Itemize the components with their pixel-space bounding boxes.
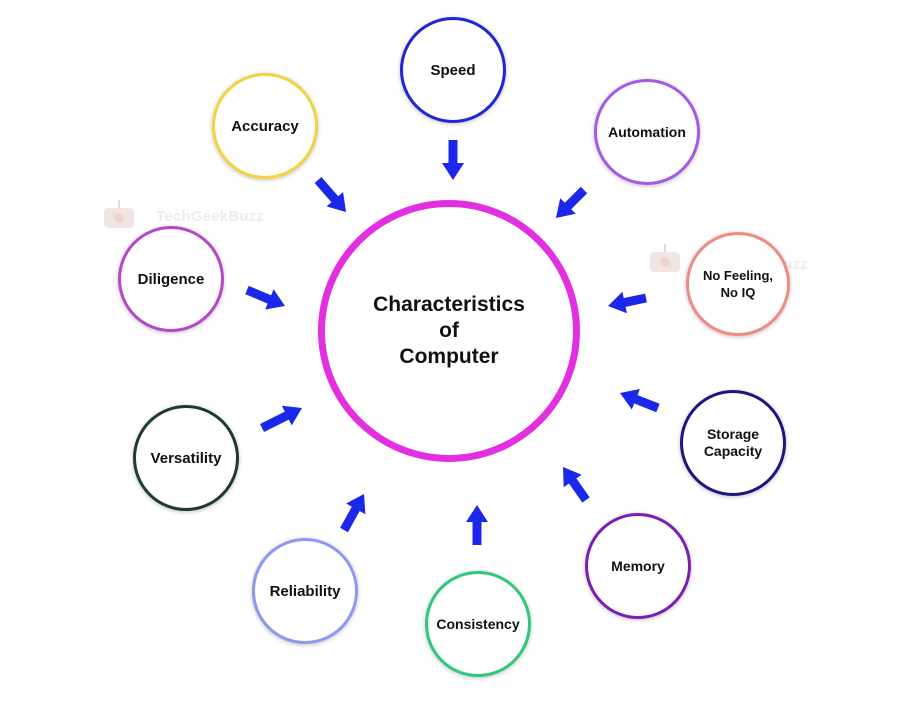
node-speed-label: Speed: [430, 61, 476, 79]
node-memory-label: Memory: [611, 558, 665, 574]
node-versatility: Versatility: [133, 405, 239, 511]
center-circle: [318, 200, 580, 462]
arrow-diligence: [245, 285, 285, 310]
node-consistency-label: Consistency: [436, 616, 520, 632]
arrow-memory: [563, 467, 590, 503]
arrow-accuracy: [314, 177, 346, 212]
node-reliability-label: Reliability: [269, 582, 341, 600]
center-title-line-1: Characteristics: [373, 293, 525, 316]
node-memory: Memory: [585, 513, 691, 619]
node-accuracy-label: Accuracy: [231, 117, 299, 135]
node-no-feeling-label-line-2: No IQ: [720, 285, 756, 300]
arrow-storage-capacity: [620, 389, 660, 413]
node-diligence-label: Diligence: [137, 270, 205, 288]
node-no-feeling-label-line-1: No Feeling,: [702, 268, 774, 283]
node-accuracy: Accuracy: [212, 73, 318, 179]
center-title-line-3: Computer: [399, 345, 499, 368]
node-no-feeling: No Feeling, No IQ: [686, 232, 790, 336]
node-storage-label-line-2: Capacity: [703, 443, 763, 459]
node-storage-label-line-1: Storage: [706, 426, 760, 442]
center-title-line-2: of: [439, 319, 459, 342]
node-versatility-label: Versatility: [150, 449, 222, 467]
node-automation-label: Automation: [608, 124, 686, 140]
center-title: Characteristics of Computer: [318, 200, 580, 462]
arrow-consistency: [466, 505, 488, 545]
node-diligence: Diligence: [118, 226, 224, 332]
watermark-logo-icon: [650, 244, 680, 272]
node-reliability: Reliability: [252, 538, 358, 644]
watermark-left: TechGeekBuzz: [156, 208, 264, 225]
node-consistency: Consistency: [425, 571, 531, 677]
watermark-logo-icon: [104, 200, 134, 228]
arrow-no-feeling: [608, 291, 647, 314]
node-automation: Automation: [594, 79, 700, 185]
arrow-versatility: [260, 405, 302, 432]
arrow-reliability: [340, 494, 366, 533]
arrow-automation: [556, 186, 588, 218]
node-storage-capacity: Storage Capacity: [680, 390, 786, 496]
node-speed: Speed: [400, 17, 506, 123]
arrow-speed: [442, 140, 464, 180]
